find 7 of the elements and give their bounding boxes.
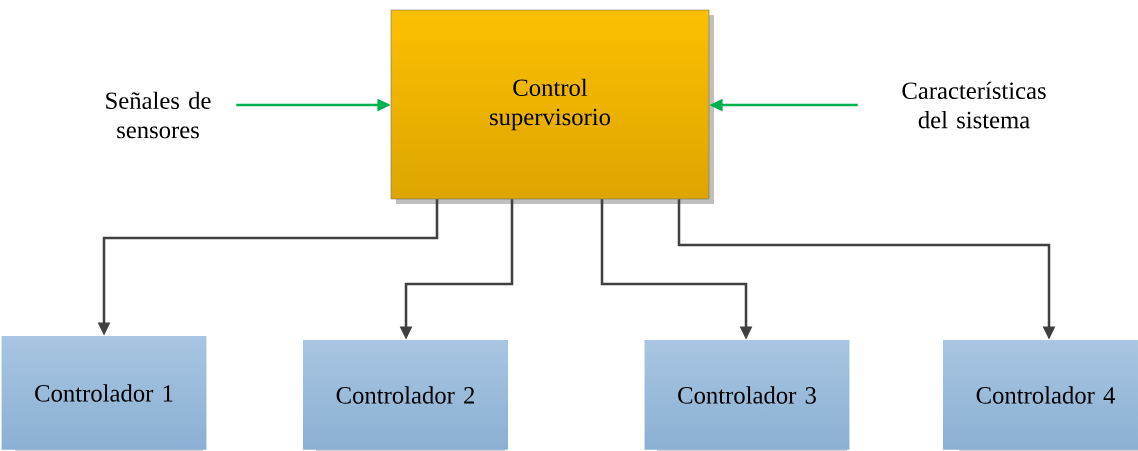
supervisor-box: Control supervisorio: [390, 9, 714, 204]
input-label: Señales de sensores: [106, 91, 211, 139]
controller-box: Controlador 1: [1, 336, 207, 451]
controller-box: Controlador 2: [302, 340, 509, 451]
input-label: Características del sistema: [902, 81, 1046, 129]
controller-box: Controlador 4: [942, 340, 1138, 451]
controller-box: Controlador 3: [644, 340, 850, 451]
